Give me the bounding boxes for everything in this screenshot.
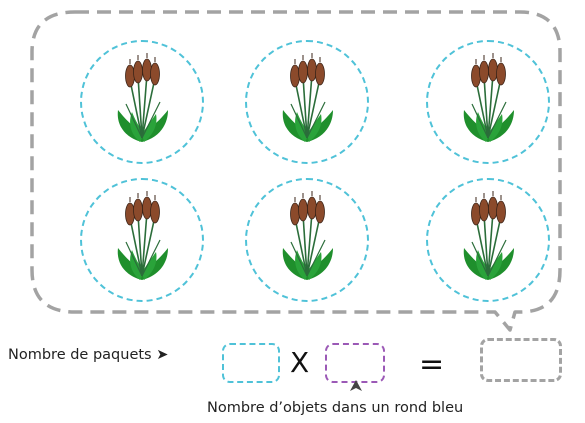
group-circle [245, 178, 369, 302]
packets-label: Nombre de paquets ➤ [8, 347, 169, 363]
cattail-icon [281, 52, 334, 143]
objects-answer-box[interactable] [325, 343, 385, 383]
group-circle [80, 40, 204, 164]
cattail-icon [462, 190, 515, 281]
group-circle [426, 178, 550, 302]
group-circle [426, 40, 550, 164]
result-answer-box[interactable] [480, 338, 562, 382]
cattail-icon [116, 190, 169, 281]
packets-answer-box[interactable] [222, 343, 280, 383]
cattail-icon [281, 190, 334, 281]
group-circle [245, 40, 369, 164]
cattail-icon [462, 52, 515, 143]
equals-symbol: = [419, 347, 445, 382]
cattail-icon [116, 52, 169, 143]
arrow-pointer-icon [350, 380, 362, 391]
objects-label: Nombre d’objets dans un rond bleu [207, 400, 464, 416]
group-circle [80, 178, 204, 302]
times-symbol: X [290, 346, 310, 379]
